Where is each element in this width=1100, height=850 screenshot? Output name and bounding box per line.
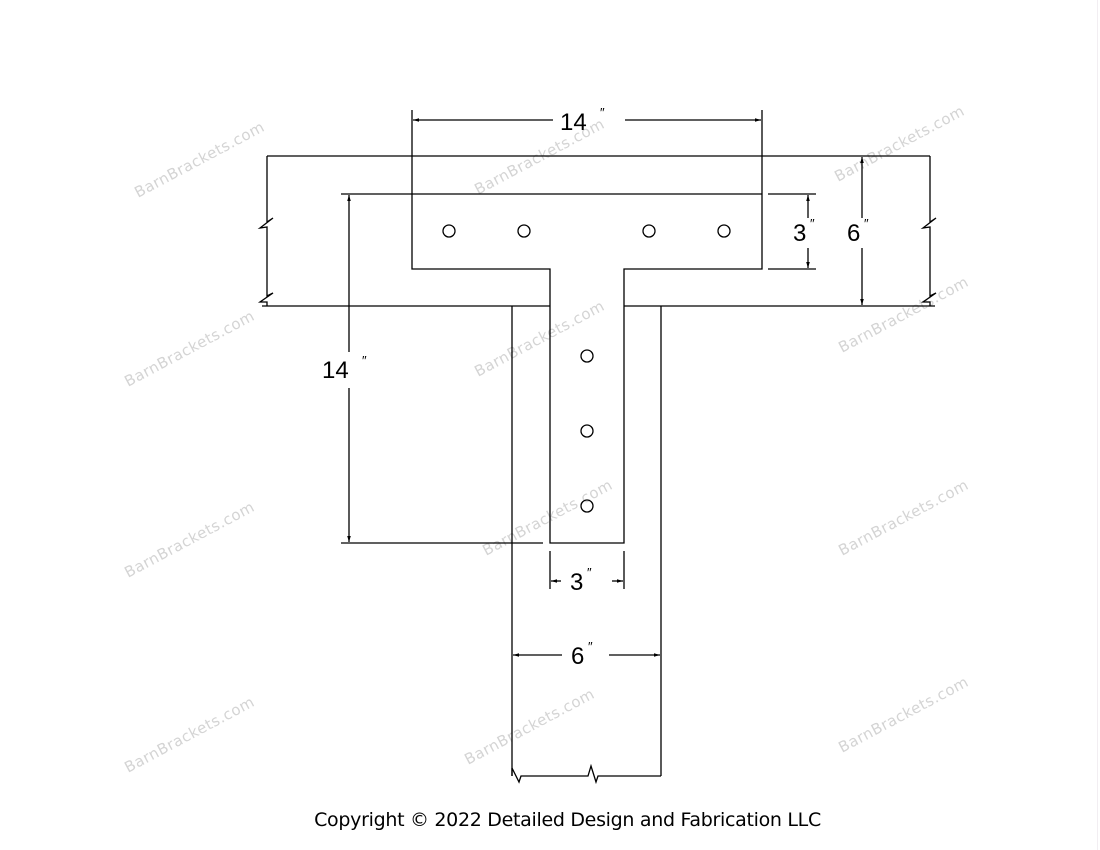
dim-strap-height	[768, 193, 816, 270]
holes-horizontal	[442, 224, 731, 238]
watermark: BarnBrackets.com	[831, 102, 967, 186]
post-outline	[511, 306, 662, 785]
inch-mark: ″	[600, 105, 605, 120]
bolt-hole	[717, 224, 731, 238]
watermark: BarnBrackets.com	[121, 307, 257, 391]
watermark: BarnBrackets.com	[131, 118, 267, 202]
inch-mark: ″	[588, 639, 593, 654]
label-strap-height: 3	[793, 220, 806, 247]
watermark: BarnBrackets.com	[121, 693, 257, 777]
bolt-hole	[517, 224, 531, 238]
label-beam-height: 6	[847, 220, 860, 247]
watermark: BarnBrackets.com	[471, 297, 607, 381]
label-post-width: 6	[571, 643, 584, 670]
bolt-hole	[642, 224, 656, 238]
watermark: BarnBrackets.com	[121, 498, 257, 582]
label-stem-length: 14	[322, 357, 349, 384]
t-bracket-outline	[403, 156, 763, 544]
dim-stem-length	[341, 193, 543, 544]
dimension-labels: 14 ″ 14 ″ 3 ″ 6 ″ 3 ″ 6 ″	[322, 105, 869, 670]
holes-vertical	[580, 349, 594, 513]
inch-mark: ″	[864, 216, 869, 231]
watermark: BarnBrackets.com	[835, 476, 971, 560]
label-stem-width: 3	[570, 569, 583, 596]
page-edge-line	[1097, 0, 1098, 850]
inch-mark: ″	[810, 216, 815, 231]
bolt-hole	[580, 424, 594, 438]
watermark: BarnBrackets.com	[835, 273, 971, 357]
watermarks: BarnBrackets.com BarnBrackets.com BarnBr…	[121, 102, 971, 777]
watermark: BarnBrackets.com	[479, 476, 615, 560]
inch-mark: ″	[362, 353, 367, 368]
inch-mark: ″	[587, 565, 592, 580]
dim-stem-width	[549, 551, 625, 589]
copyright-notice: Copyright © 2022 Detailed Design and Fab…	[314, 809, 821, 831]
watermark: BarnBrackets.com	[461, 685, 597, 769]
bolt-hole	[580, 349, 594, 363]
bolt-hole	[442, 224, 456, 238]
dim-top-width	[411, 110, 763, 156]
watermark: BarnBrackets.com	[835, 673, 971, 757]
label-top-width: 14	[560, 109, 587, 136]
bolt-hole	[580, 499, 594, 513]
beam-outline	[257, 155, 937, 307]
